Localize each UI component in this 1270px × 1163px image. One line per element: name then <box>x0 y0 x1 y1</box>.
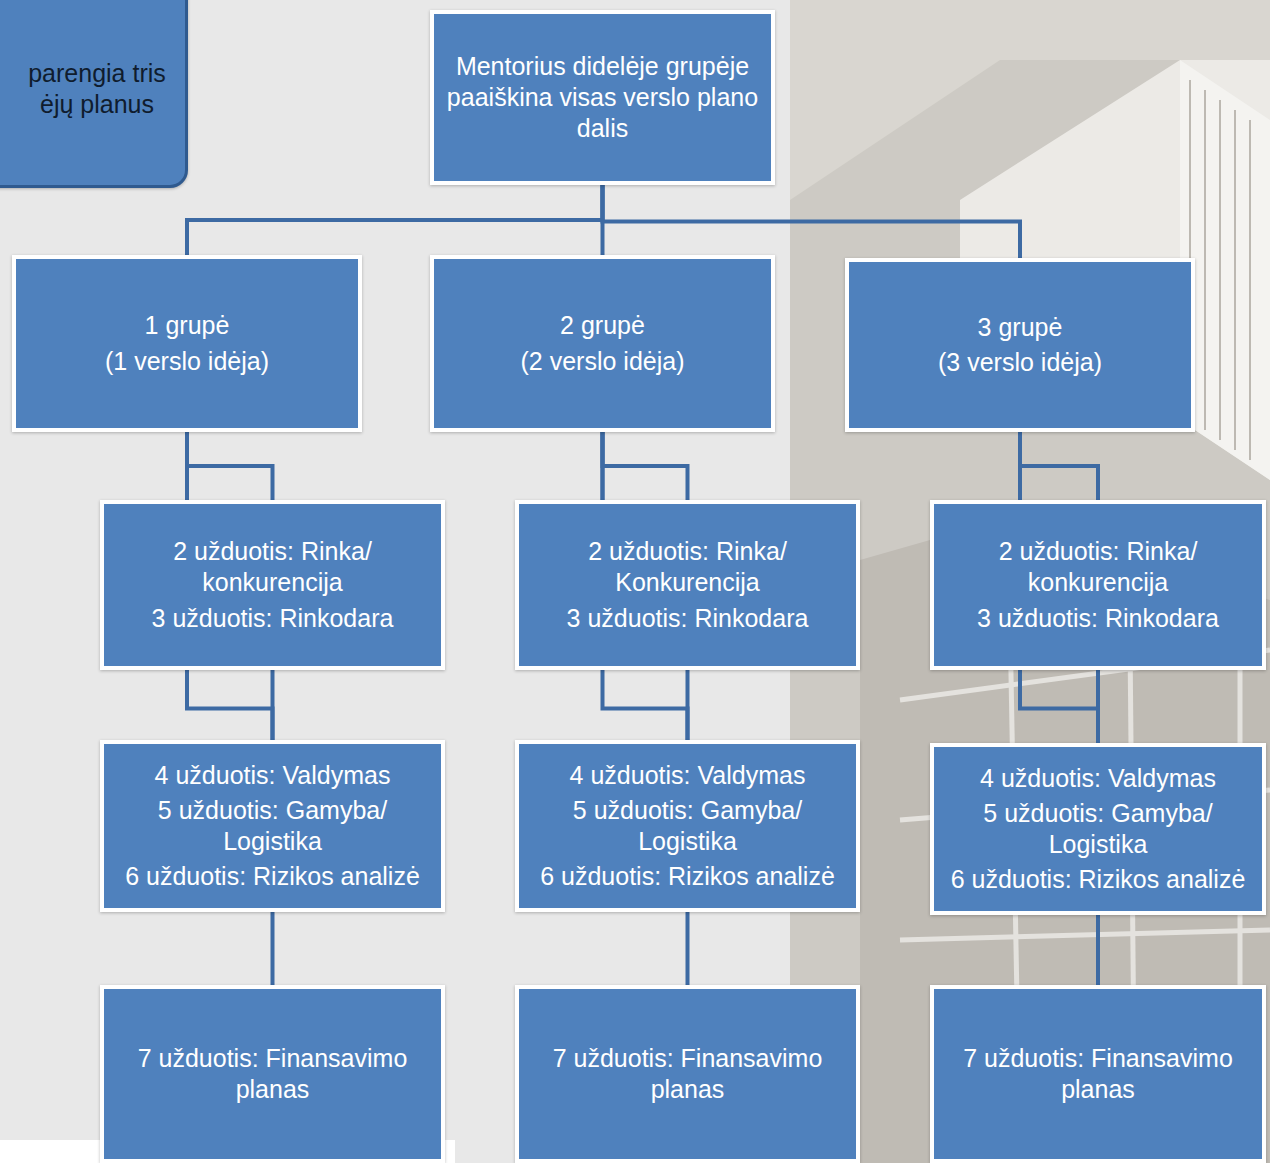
tree-connector <box>187 432 273 500</box>
box-text: 3 grupė <box>978 312 1063 343</box>
tree-connector <box>1020 432 1098 500</box>
group-box: 2 grupė (2 verslo idėja) <box>430 255 775 432</box>
box-text: 2 užduotis: Rinka/ Konkurencija <box>527 536 848 599</box>
tree-connector <box>187 185 603 255</box>
box-text: (1 verslo idėja) <box>105 346 269 377</box>
task-box: 2 užduotis: Rinka/ konkurencija 3 užduoti… <box>100 500 445 670</box>
box-text: 7 užduotis: Finansavimo planas <box>112 1043 433 1106</box>
box-text: (2 verslo idėja) <box>521 346 685 377</box>
mentor-box: Mentorius didelėje grupėje paaiškina vis… <box>430 10 775 185</box>
tree-connector <box>603 185 1021 258</box>
tree-connector <box>603 432 688 500</box>
box-text: 3 užduotis: Rinkodara <box>977 603 1219 634</box>
box-text: 5 užduotis: Gamyba/ Logistika <box>527 795 848 858</box>
box-text: 5 užduotis: Gamyba/ Logistika <box>942 798 1254 861</box>
task-box: 4 užduotis: Valdymas 5 užduotis: Gamyba/ … <box>930 743 1266 915</box>
task-box: 7 užduotis: Finansavimo planas <box>515 985 860 1163</box>
box-text: 6 užduotis: Rizikos analizė <box>125 861 420 892</box>
box-text: 6 užduotis: Rizikos analizė <box>540 861 835 892</box>
task-box: 7 užduotis: Finansavimo planas <box>100 985 445 1163</box>
task-box: 4 užduotis: Valdymas 5 užduotis: Gamyba/ … <box>515 740 860 912</box>
box-text: 2 užduotis: Rinka/ konkurencija <box>942 536 1254 599</box>
box-text: 1 grupė <box>145 310 230 341</box>
box-text: 4 užduotis: Valdymas <box>570 760 806 791</box>
scroll-note: parengia tris ėjų planus <box>0 0 188 188</box>
box-text: 3 užduotis: Rinkodara <box>152 603 394 634</box>
group-box: 1 grupė (1 verslo idėja) <box>12 255 362 432</box>
box-text: 3 užduotis: Rinkodara <box>567 603 809 634</box>
task-box: 2 užduotis: Rinka/ Konkurencija 3 užduoti… <box>515 500 860 670</box>
task-box: 7 užduotis: Finansavimo planas <box>930 985 1266 1163</box>
box-text: 4 užduotis: Valdymas <box>980 763 1216 794</box>
box-text: 6 užduotis: Rizikos analizė <box>951 864 1246 895</box>
group-box: 3 grupė (3 verslo idėja) <box>845 258 1195 432</box>
box-text: 2 grupė <box>560 310 645 341</box>
box-text: 7 užduotis: Finansavimo planas <box>527 1043 848 1106</box>
box-text: 7 užduotis: Finansavimo planas <box>942 1043 1254 1106</box>
box-text: 5 užduotis: Gamyba/ Logistika <box>112 795 433 858</box>
task-box: 4 užduotis: Valdymas 5 užduotis: Gamyba/ … <box>100 740 445 912</box>
box-text: (3 verslo idėja) <box>938 347 1102 378</box>
box-text: Mentorius didelėje grupėje paaiškina vis… <box>442 51 763 145</box>
box-text: 2 užduotis: Rinka/ konkurencija <box>112 536 433 599</box>
box-text: 4 užduotis: Valdymas <box>155 760 391 791</box>
box-text: parengia tris ėjų planus <box>17 58 177 121</box>
task-box: 2 užduotis: Rinka/ konkurencija 3 užduoti… <box>930 500 1266 670</box>
